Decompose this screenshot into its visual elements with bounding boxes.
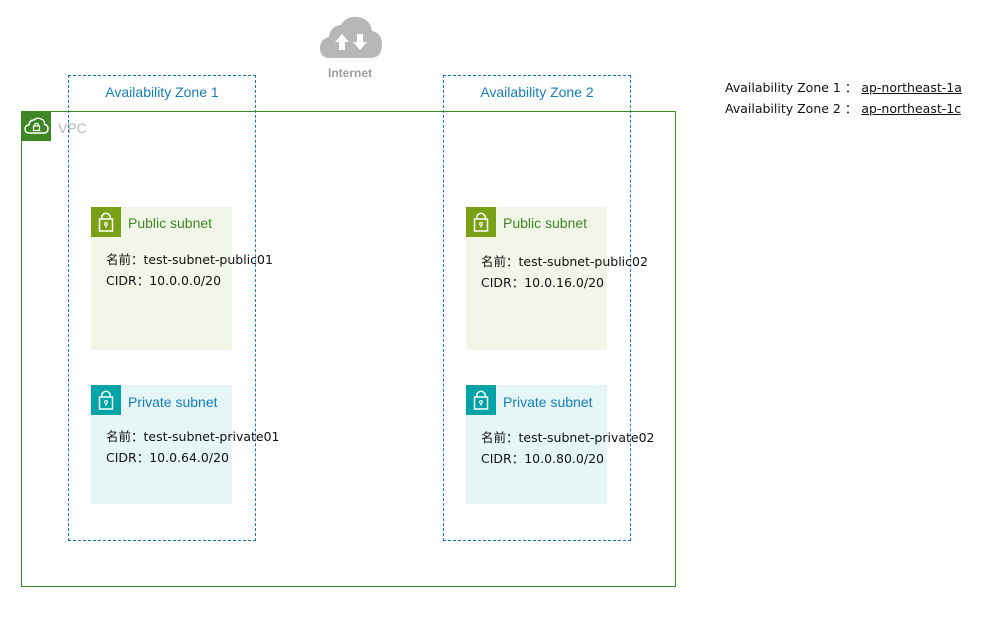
public-subnet-1-name: 名前：test-subnet-public01 <box>106 252 273 267</box>
internet-cloud-icon <box>318 14 384 62</box>
legend-az2-value-link[interactable]: ap-northeast-1c <box>861 101 962 116</box>
public-subnet-lock-icon <box>91 207 121 237</box>
private-subnet-1-cidr: CIDR：10.0.64.0/20 <box>106 450 229 465</box>
vpc-label: VPC <box>58 120 87 136</box>
private-subnet-2-title: Private subnet <box>503 394 593 410</box>
availability-zone-1 <box>68 75 256 541</box>
legend-az2-label: Availability Zone 2 ： <box>725 101 858 116</box>
private-subnet-2-name: 名前：test-subnet-private02 <box>481 430 655 445</box>
legend-az1-label: Availability Zone 1 ： <box>725 80 858 95</box>
availability-zone-1-label: Availability Zone 1 <box>105 84 219 100</box>
public-subnet-2-title: Public subnet <box>503 215 588 231</box>
private-subnet-1-name: 名前：test-subnet-private01 <box>106 429 280 444</box>
public-subnet-1-title: Public subnet <box>128 215 213 231</box>
public-subnet-2-name: 名前：test-subnet-public02 <box>481 254 648 269</box>
private-subnet-lock-icon <box>466 385 496 415</box>
public-subnet-lock-icon <box>466 207 496 237</box>
private-subnet-2-cidr: CIDR：10.0.80.0/20 <box>481 451 604 466</box>
legend-az1-value-link[interactable]: ap-northeast-1a <box>861 80 962 95</box>
legend-row-az1: Availability Zone 1 ： ap-northeast-1a <box>725 77 962 96</box>
vpc-cloud-lock-icon <box>21 111 51 141</box>
private-subnet-1-title: Private subnet <box>128 394 218 410</box>
availability-zone-2-label: Availability Zone 2 <box>480 84 594 100</box>
vpc-boundary <box>21 111 676 587</box>
public-subnet-1-cidr: CIDR：10.0.0.0/20 <box>106 273 222 288</box>
legend-row-az2: Availability Zone 2 ： ap-northeast-1c <box>725 98 961 117</box>
internet-label: Internet <box>327 66 372 80</box>
private-subnet-lock-icon <box>91 385 121 415</box>
public-subnet-2-cidr: CIDR：10.0.16.0/20 <box>481 275 604 290</box>
availability-zone-2 <box>443 75 631 541</box>
